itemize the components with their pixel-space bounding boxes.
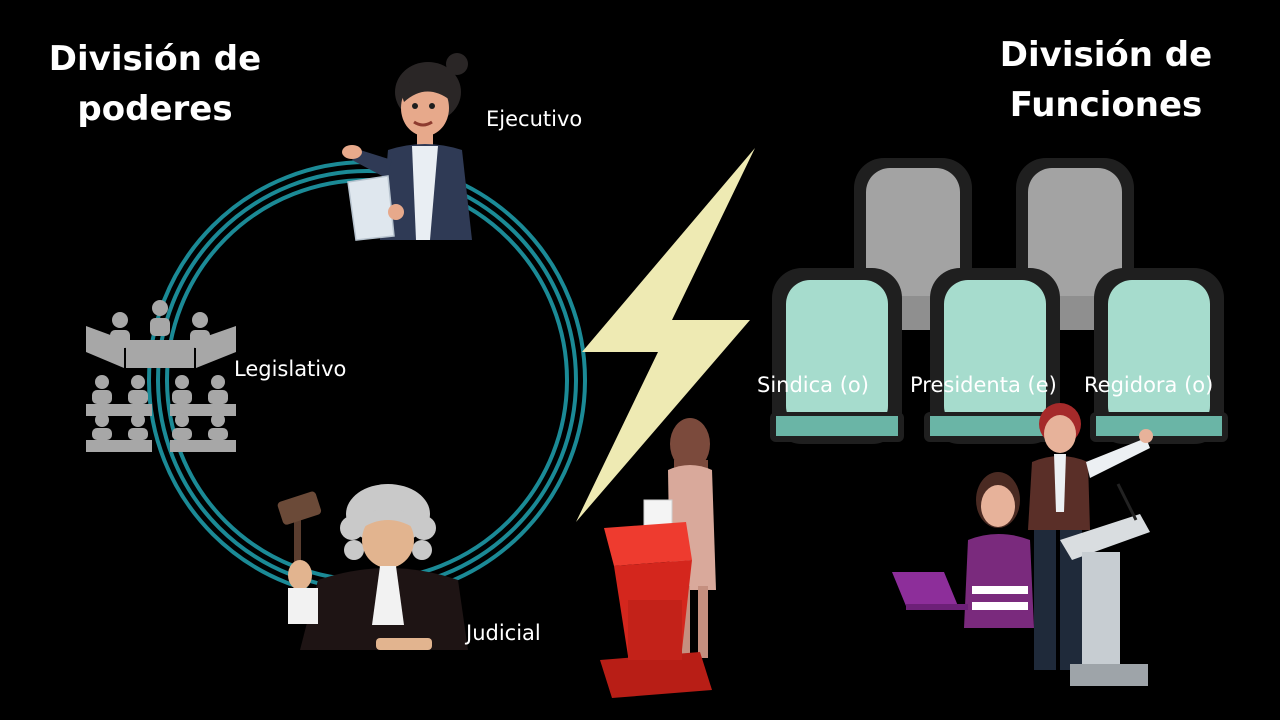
lightning-bolt-icon <box>576 148 755 522</box>
left-title-line-1: División de <box>48 39 262 79</box>
left-title: División de poderes <box>40 34 270 134</box>
presenters-icon <box>892 403 1153 686</box>
right-title-line-1: División de <box>999 35 1213 75</box>
label-presidenta: Presidenta (e) <box>910 373 1057 397</box>
right-title-line-2: Funciones <box>1009 85 1203 125</box>
left-title-line-2: poderes <box>77 89 233 129</box>
council-chairs-icon <box>770 158 1228 444</box>
podium-speaker-icon <box>600 418 716 698</box>
label-legislativo: Legislativo <box>234 357 347 381</box>
label-ejecutivo: Ejecutivo <box>486 107 583 131</box>
label-regidora: Regidora (o) <box>1084 373 1214 397</box>
right-title: División de Funciones <box>990 30 1222 130</box>
label-judicial: Judicial <box>466 621 541 645</box>
executive-woman-icon <box>342 53 472 241</box>
label-sindica: Sindica (o) <box>757 373 869 397</box>
judge-gavel-icon <box>277 484 468 650</box>
legislative-assembly-icon <box>86 300 236 452</box>
